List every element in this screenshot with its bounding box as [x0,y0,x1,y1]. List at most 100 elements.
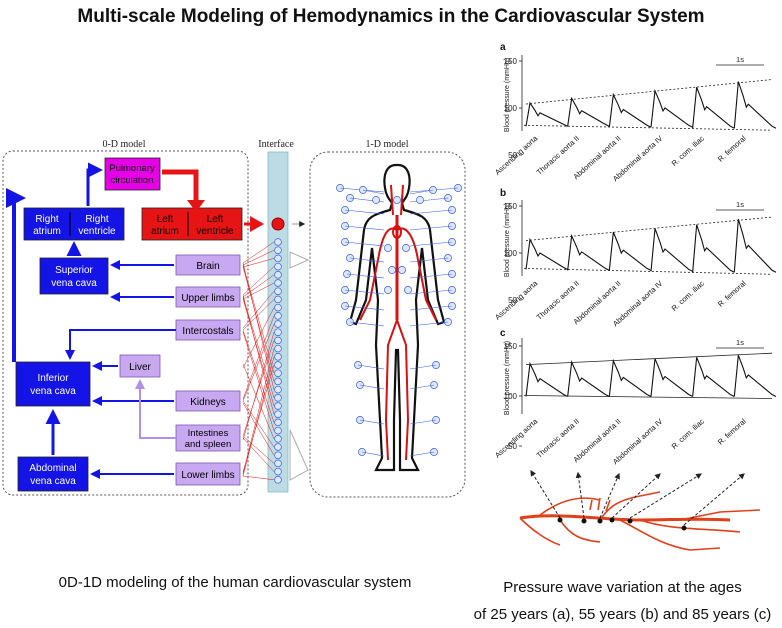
artery-node-link [409,419,437,425]
interface-link [242,356,275,477]
interface-link [242,274,275,298]
pressure-waveform [608,358,652,397]
chart-y-tick-label: 50 [508,296,517,305]
interface-node [274,377,282,386]
interface-link [242,282,275,300]
right-ventricle-label-1: Right [85,214,109,225]
right-atrium-label-1: Right [35,214,59,225]
intestines-label-2: and spleen [185,439,231,450]
organ-return-arrows [65,260,176,479]
artery-node-link [359,419,385,425]
artery-node [388,266,396,274]
artery-branch-7 [589,497,611,512]
artery-node-link [344,225,385,231]
interface-link [242,363,275,439]
interface-node [274,435,282,443]
brain-box [175,254,241,276]
pressure-waveform [692,224,735,273]
right-leg-vessel [396,319,410,461]
interface-link [242,340,275,437]
interface-node [274,394,282,402]
ivc-to-ra-arrow [6,188,26,362]
interface-link [242,364,275,473]
interface-node [274,303,282,312]
chart-x-label: Thoracic aorta II [535,279,581,322]
artery-illustration [519,469,761,551]
interface-link [242,307,275,369]
interface-node [274,246,282,254]
chart-x-label: Thoracic aorta II [535,417,581,460]
chart-x-label: R. com. iliac [670,417,707,451]
arterial-tree [359,184,437,461]
chart-x-label: Ascending aorta [493,416,540,460]
lower-limbs-box [175,462,241,486]
artery-node-link [344,241,385,247]
left-atrium-label-1: Left [157,214,174,225]
artery-node-link [409,305,453,311]
avc-label-2: vena cava [30,476,76,487]
interface-node [274,287,282,295]
point-thoracic [581,518,587,524]
right-heart-box [23,207,125,241]
lv-to-interface-arrowhead [250,216,264,232]
chart-y-label: Blood pressure (mmHg) [504,203,511,277]
interface-node [274,344,282,353]
trough-trend-line [523,395,773,399]
interface-link [242,241,275,264]
ivc-label-1: Inferior [37,373,69,384]
pressure-waveform [567,96,610,127]
interface-link [242,296,275,398]
superior-vena-cava-box [39,257,109,295]
interface-link [242,266,275,296]
pressure-waveform [608,231,652,271]
artery-node-link [409,209,453,215]
interface-link [242,291,275,329]
interface-link [242,298,275,407]
chart-x-label: Thoracic aorta II [535,134,581,177]
artery-node-link [409,321,449,327]
interface-node [274,402,282,410]
chart-y-label: Blood pressure (mmHg) [504,341,511,415]
artery-node [416,196,424,204]
chart-x-label: R. femoral [716,134,748,164]
interface-node-group [274,238,282,484]
right-atrium-label-2: atrium [33,226,61,237]
left-leg-vessel [384,319,398,461]
pressure-waveform [567,233,610,271]
interface-link [242,315,275,400]
pressure-waveform [692,86,735,129]
artery-node-link [357,364,385,370]
interface-node [274,443,282,451]
interface-node [274,418,282,427]
abdominal-vena-cava-box [17,456,89,492]
artery-node [404,286,412,294]
pointer-ascending [530,469,561,519]
chart-y-tick-label: 50 [508,442,517,451]
chart-y-tick-label: 150 [504,202,518,211]
artery-node-link [409,289,453,295]
upper-limbs-box [175,286,241,308]
artery-node-link [349,321,385,327]
venous-flow-arrows [6,162,103,455]
interface-node [274,254,282,263]
pressure-waveform [733,81,777,129]
pressure-waveform [650,358,693,397]
interface-node [274,271,282,279]
intestines-label-1: Intestines [188,428,229,439]
interface-link [242,329,275,423]
interface-node [274,410,282,418]
avc-label-1: Abdominal [29,463,76,474]
main-artery-path [519,514,731,522]
zero-d-model: 0-D model Pulmonary circulation Right at… [2,139,264,496]
one-d-frame [309,151,466,498]
left-atrium-label-2: atrium [151,226,179,237]
artery-node-link [409,273,453,279]
left-ventricle-label-2: ventricle [196,226,234,237]
artery-node [384,244,392,252]
artery-branch-4 [619,519,721,551]
interface-link [242,323,275,402]
